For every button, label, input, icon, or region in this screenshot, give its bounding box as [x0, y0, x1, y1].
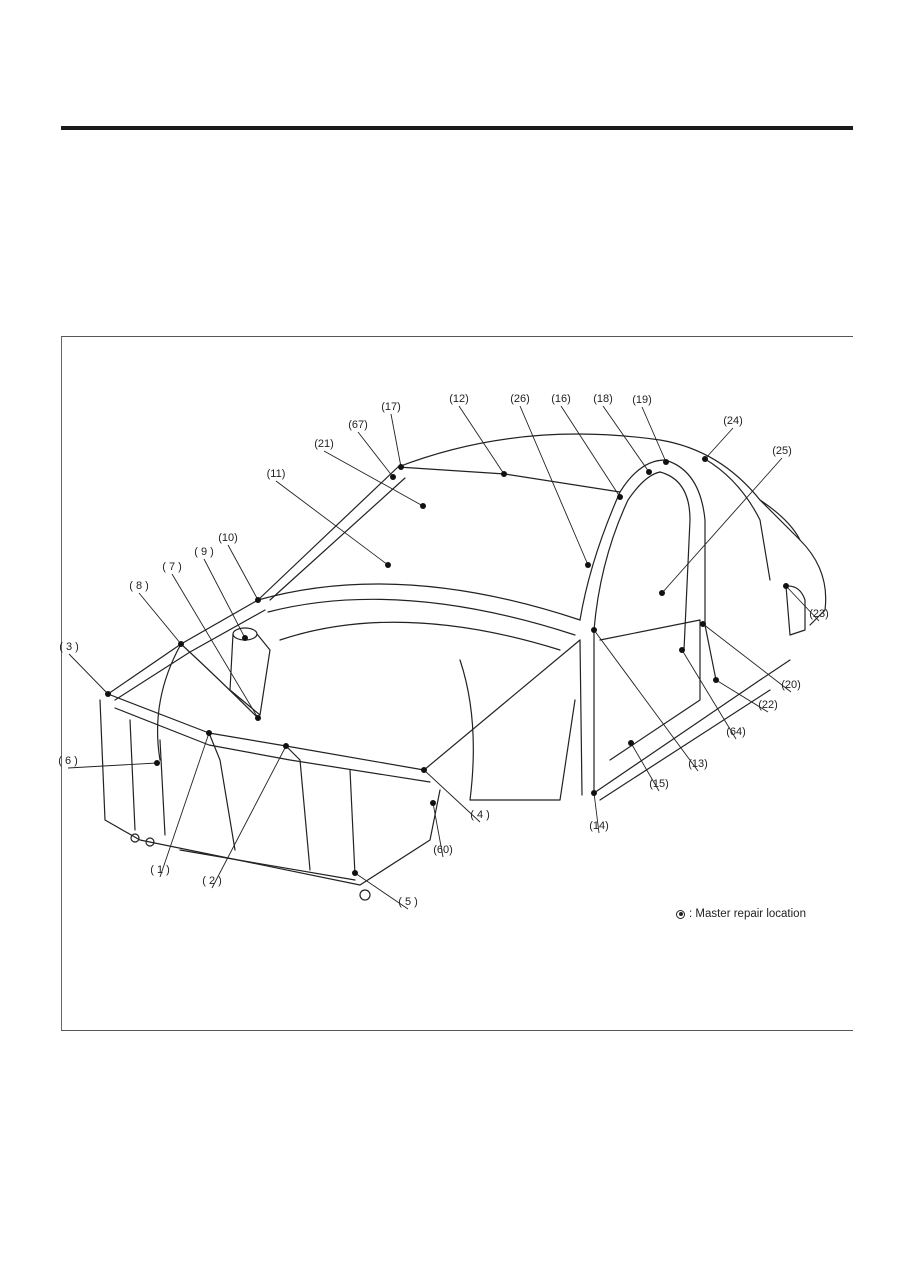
- callout-label-25: (25): [772, 445, 792, 457]
- repair-point-64: [679, 647, 685, 653]
- callout-leader-11: [275, 480, 389, 566]
- callout-label-20: (20): [781, 679, 801, 691]
- callout-label-24: (24): [723, 415, 743, 427]
- callout-label-19: (19): [632, 394, 652, 406]
- callout-leader-9: [203, 558, 246, 639]
- callout-label-22: (22): [758, 699, 778, 711]
- callout-label-10: (10): [218, 532, 238, 544]
- callout-label-18: (18): [593, 393, 613, 405]
- callout-label-2: ( 2 ): [202, 875, 222, 887]
- callout-leader-5: [354, 872, 409, 910]
- repair-point-25: [659, 590, 665, 596]
- repair-point-11: [385, 562, 391, 568]
- repair-point-60: [430, 800, 436, 806]
- callout-leader-64: [681, 649, 737, 740]
- legend-text: : Master repair location: [689, 908, 806, 920]
- callout-label-12: (12): [449, 393, 469, 405]
- callout-label-23: (23): [809, 608, 829, 620]
- repair-point-7: [255, 715, 261, 721]
- callout-labels: ( 1 ) ( 2 ) ( 3 ) ( 4 ) ( 5 ) ( 6 ) ( 7 ) ( 8 )…: [58, 393, 829, 908]
- repair-point-10: [255, 597, 261, 603]
- callout-label-15: (15): [649, 778, 669, 790]
- callout-label-13: (13): [688, 758, 708, 770]
- callout-leader-19: [641, 406, 667, 463]
- repair-point-16: [617, 494, 623, 500]
- repair-point-21: [420, 503, 426, 509]
- callout-label-67: (67): [348, 419, 368, 431]
- repair-point-26: [585, 562, 591, 568]
- repair-point-3: [105, 691, 111, 697]
- callout-label-16: (16): [551, 393, 571, 405]
- repair-point-17: [398, 464, 404, 470]
- callout-leader-4: [423, 769, 481, 823]
- callout-leader-18: [602, 405, 650, 473]
- callout-label-5: ( 5 ): [398, 896, 418, 908]
- callout-label-60: (60): [433, 844, 453, 856]
- repair-point-67: [390, 474, 396, 480]
- callout-leader-13: [593, 629, 699, 772]
- repair-point-4: [421, 767, 427, 773]
- callout-points: [105, 456, 789, 876]
- callout-leader-21: [323, 450, 424, 507]
- callout-leader-25: [661, 457, 783, 594]
- master-repair-location-icon: [676, 909, 685, 919]
- repair-point-6: [154, 760, 160, 766]
- callout-label-26: (26): [510, 393, 530, 405]
- callout-label-17: (17): [381, 401, 401, 413]
- repair-point-22: [713, 677, 719, 683]
- repair-point-24: [702, 456, 708, 462]
- repair-point-9: [242, 635, 248, 641]
- callout-leader-17: [390, 413, 402, 468]
- callout-leader-8: [138, 592, 182, 645]
- callout-label-8: ( 8 ): [129, 580, 149, 592]
- callout-leader-12: [458, 405, 505, 475]
- callout-leader-26: [519, 405, 589, 566]
- callout-label-1: ( 1 ): [150, 864, 170, 876]
- callout-leader-24: [704, 427, 734, 460]
- callout-leader-22: [715, 679, 769, 713]
- callout-leader-60: [432, 802, 444, 858]
- repair-point-13: [591, 627, 597, 633]
- callout-leader-10: [227, 544, 259, 601]
- callout-leader-6: [67, 762, 158, 769]
- callout-leader-1: [159, 732, 210, 878]
- callout-leader-23: [785, 585, 820, 622]
- callout-label-3: ( 3 ): [59, 641, 79, 653]
- callout-leader-16: [560, 405, 621, 498]
- repair-point-19: [663, 459, 669, 465]
- repair-point-18: [646, 469, 652, 475]
- callout-label-14: (14): [589, 820, 609, 832]
- callout-leader-20: [702, 623, 792, 693]
- header-rule: [61, 126, 853, 130]
- legend: : Master repair location: [676, 908, 806, 920]
- car-body-illustration: [99, 433, 827, 901]
- callout-leader-14: [593, 792, 600, 834]
- figure-frame: [61, 336, 853, 1031]
- repair-point-1: [206, 730, 212, 736]
- callout-leader-3: [68, 653, 109, 695]
- repair-point-12: [501, 471, 507, 477]
- callout-leader-15: [630, 742, 660, 792]
- callout-leader-67: [357, 431, 394, 478]
- callout-label-9: ( 9 ): [194, 546, 214, 558]
- repair-point-20: [700, 621, 706, 627]
- repair-point-5: [352, 870, 358, 876]
- callout-label-4: ( 4 ): [470, 809, 490, 821]
- callout-label-7: ( 7 ): [162, 561, 182, 573]
- callout-label-6: ( 6 ): [58, 755, 78, 767]
- repair-point-23: [783, 583, 789, 589]
- repair-point-15: [628, 740, 634, 746]
- repair-point-8: [178, 641, 184, 647]
- callout-leader-7: [171, 573, 259, 719]
- callout-label-64: (64): [726, 726, 746, 738]
- callout-leader-2: [211, 745, 287, 889]
- callout-leaders: [67, 405, 820, 910]
- callout-label-21: (21): [314, 438, 334, 450]
- repair-point-2: [283, 743, 289, 749]
- repair-point-14: [591, 790, 597, 796]
- callout-label-11: (11): [267, 468, 286, 480]
